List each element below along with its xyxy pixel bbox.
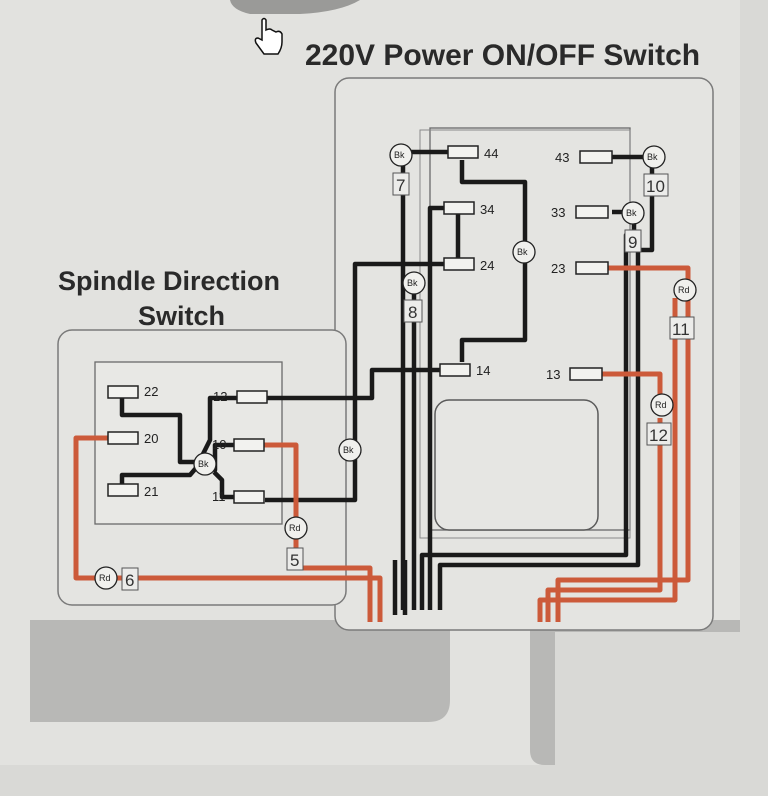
tag-label-rd-12: Rd [655,400,667,410]
spindle-terminals [107,385,268,504]
hand-pointer-icon [254,17,283,55]
power-terminals [439,145,613,381]
terminal-12 [236,390,268,404]
terminal-33 [575,205,609,219]
pin-11: 11 [212,489,226,504]
wire-num-12: 12 [649,426,668,445]
wire-num-6: 6 [125,571,134,590]
tag-bk-44 [512,240,536,264]
wire-11b [537,298,678,622]
pin-20: 20 [144,431,158,446]
terminal-24 [443,257,475,271]
wire-11 [555,265,691,622]
pin-12: 12 [213,389,227,404]
tag-bk-24 [338,438,362,462]
wire-10 [437,168,655,610]
bundle-left [392,560,408,615]
red-wires [73,265,691,622]
wire-num-9: 9 [628,233,637,252]
tag-rd-12 [650,393,674,417]
tag-bk-7 [389,143,413,167]
spindle-switch-base [30,620,450,722]
tag-bk-8 [402,271,426,295]
wire-10-5 [264,442,299,518]
terminal-21 [107,483,139,497]
wire-num-10: 10 [646,177,665,196]
wire-12b [545,418,663,622]
terminal-13 [569,367,603,381]
tag-rd-11 [673,278,697,302]
spindle-wire-22 [119,392,195,465]
tag-label-bk-24: Bk [343,445,354,455]
tag-label-bk-spindle: Bk [198,459,209,469]
pin-13: 13 [546,367,560,382]
color-tag-circles [94,143,697,590]
wire-num-8: 8 [408,303,417,322]
terminal-11 [233,490,265,504]
tag-rd-5 [284,516,308,540]
box-9 [624,229,642,253]
tag-label-rd-6: Rd [99,573,111,583]
black-wires [119,149,655,615]
power-switch-outline [419,129,631,539]
terminal-44 [447,145,479,159]
spindle-wire-12 [199,395,237,458]
box-11 [669,316,695,340]
terminal-10 [233,438,265,452]
pin-44: 44 [484,146,498,161]
box-12 [646,422,672,446]
tag-label-bk-44: Bk [517,247,528,257]
power-switch-actuator [434,399,599,531]
pin-21: 21 [144,484,158,499]
terminal-22 [107,385,139,399]
tag-label-rd-11: Rd [678,285,690,295]
tag-bk-spindle [193,452,217,476]
tag-bk-10 [642,145,666,169]
pin-34: 34 [480,202,494,217]
top-shadow [230,0,360,14]
pin-23: 23 [551,261,565,276]
spindle-title-line1: Spindle Direction [58,266,280,296]
box-6 [121,567,139,591]
wire-14-12 [265,367,442,401]
tag-label-bk-8: Bk [407,278,418,288]
pin-22: 22 [144,384,158,399]
wire-34 [427,205,448,610]
pin-14: 14 [476,363,490,378]
tag-rd-6 [94,566,118,590]
terminal-43 [579,150,613,164]
spindle-title-line2: Switch [138,301,225,331]
pin-24: 24 [480,258,494,273]
wire-num-7: 7 [396,176,405,195]
box-10 [643,173,669,197]
box-8 [403,299,423,323]
terminal-34 [443,201,475,215]
wire-num-11: 11 [672,320,690,339]
terminal-20 [107,431,139,445]
wire-num-5: 5 [290,551,299,570]
wire-number-boxes [121,172,695,591]
pin-43: 43 [555,150,569,165]
spindle-wire-11 [212,470,237,500]
terminal-14 [439,363,471,377]
main-title: 220V Power ON/OFF Switch [305,39,700,72]
box-7 [392,172,410,196]
wire-24-11 [265,261,448,503]
spindle-wire-21 [119,466,198,488]
tag-bk-9 [621,201,645,225]
wire-6 [73,435,383,622]
wire-12a [602,371,663,398]
tag-label-bk-9: Bk [626,208,637,218]
tag-label-rd-5: Rd [289,523,301,533]
pin-33: 33 [551,205,565,220]
tag-label-bk-7: Bk [394,150,405,160]
pin-10: 10 [212,437,226,452]
tag-label-bk-10: Bk [647,152,658,162]
terminal-23 [575,261,609,275]
power-base-inner [555,632,740,765]
box-5 [286,547,304,571]
